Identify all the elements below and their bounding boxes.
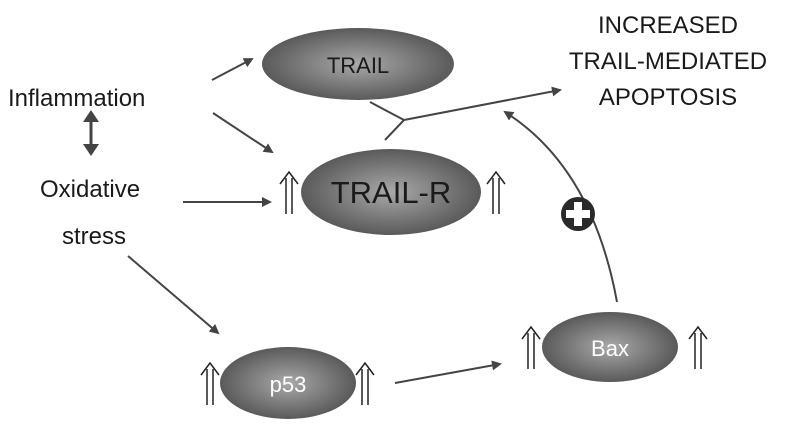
double-up-arrow-icon	[355, 362, 375, 406]
bax-node-label: Bax	[591, 336, 629, 361]
trail-node: TRAIL	[262, 28, 454, 100]
double-up-arrow-icon	[521, 326, 541, 370]
plus-circle-icon	[561, 197, 595, 231]
stress-label: stress	[62, 223, 126, 250]
p53-node: p53	[220, 347, 356, 419]
inflammation-to-trail-r-arrow	[212, 112, 274, 154]
p53-to-bax-arrow	[394, 360, 502, 384]
trail-r-node: TRAIL-R	[301, 149, 481, 235]
trail-convergence-connector	[369, 86, 562, 141]
inflammation-to-trail-arrow	[211, 58, 254, 81]
double-up-arrow-icon	[486, 171, 506, 215]
double-up-arrow-icon	[688, 326, 708, 370]
outcome-line-3: APOPTOSIS	[599, 84, 737, 111]
double-headed-arrow-icon	[83, 110, 99, 156]
outcome-line-2: TRAIL-MEDIATED	[569, 48, 767, 75]
inflammation-label: Inflammation	[8, 85, 145, 112]
bax-to-outcome-arrow	[503, 110, 618, 303]
trail-r-node-label: TRAIL-R	[331, 175, 452, 210]
bax-node: Bax	[542, 312, 678, 382]
double-up-arrow-icon	[200, 362, 220, 406]
oxidative-label: Oxidative	[40, 176, 140, 203]
trail-node-label: TRAIL	[327, 53, 389, 78]
stress-to-p53-arrow	[127, 255, 220, 335]
p53-node-label: p53	[270, 372, 307, 397]
double-up-arrow-icon	[279, 171, 299, 215]
outcome-line-1: INCREASED	[598, 12, 738, 39]
